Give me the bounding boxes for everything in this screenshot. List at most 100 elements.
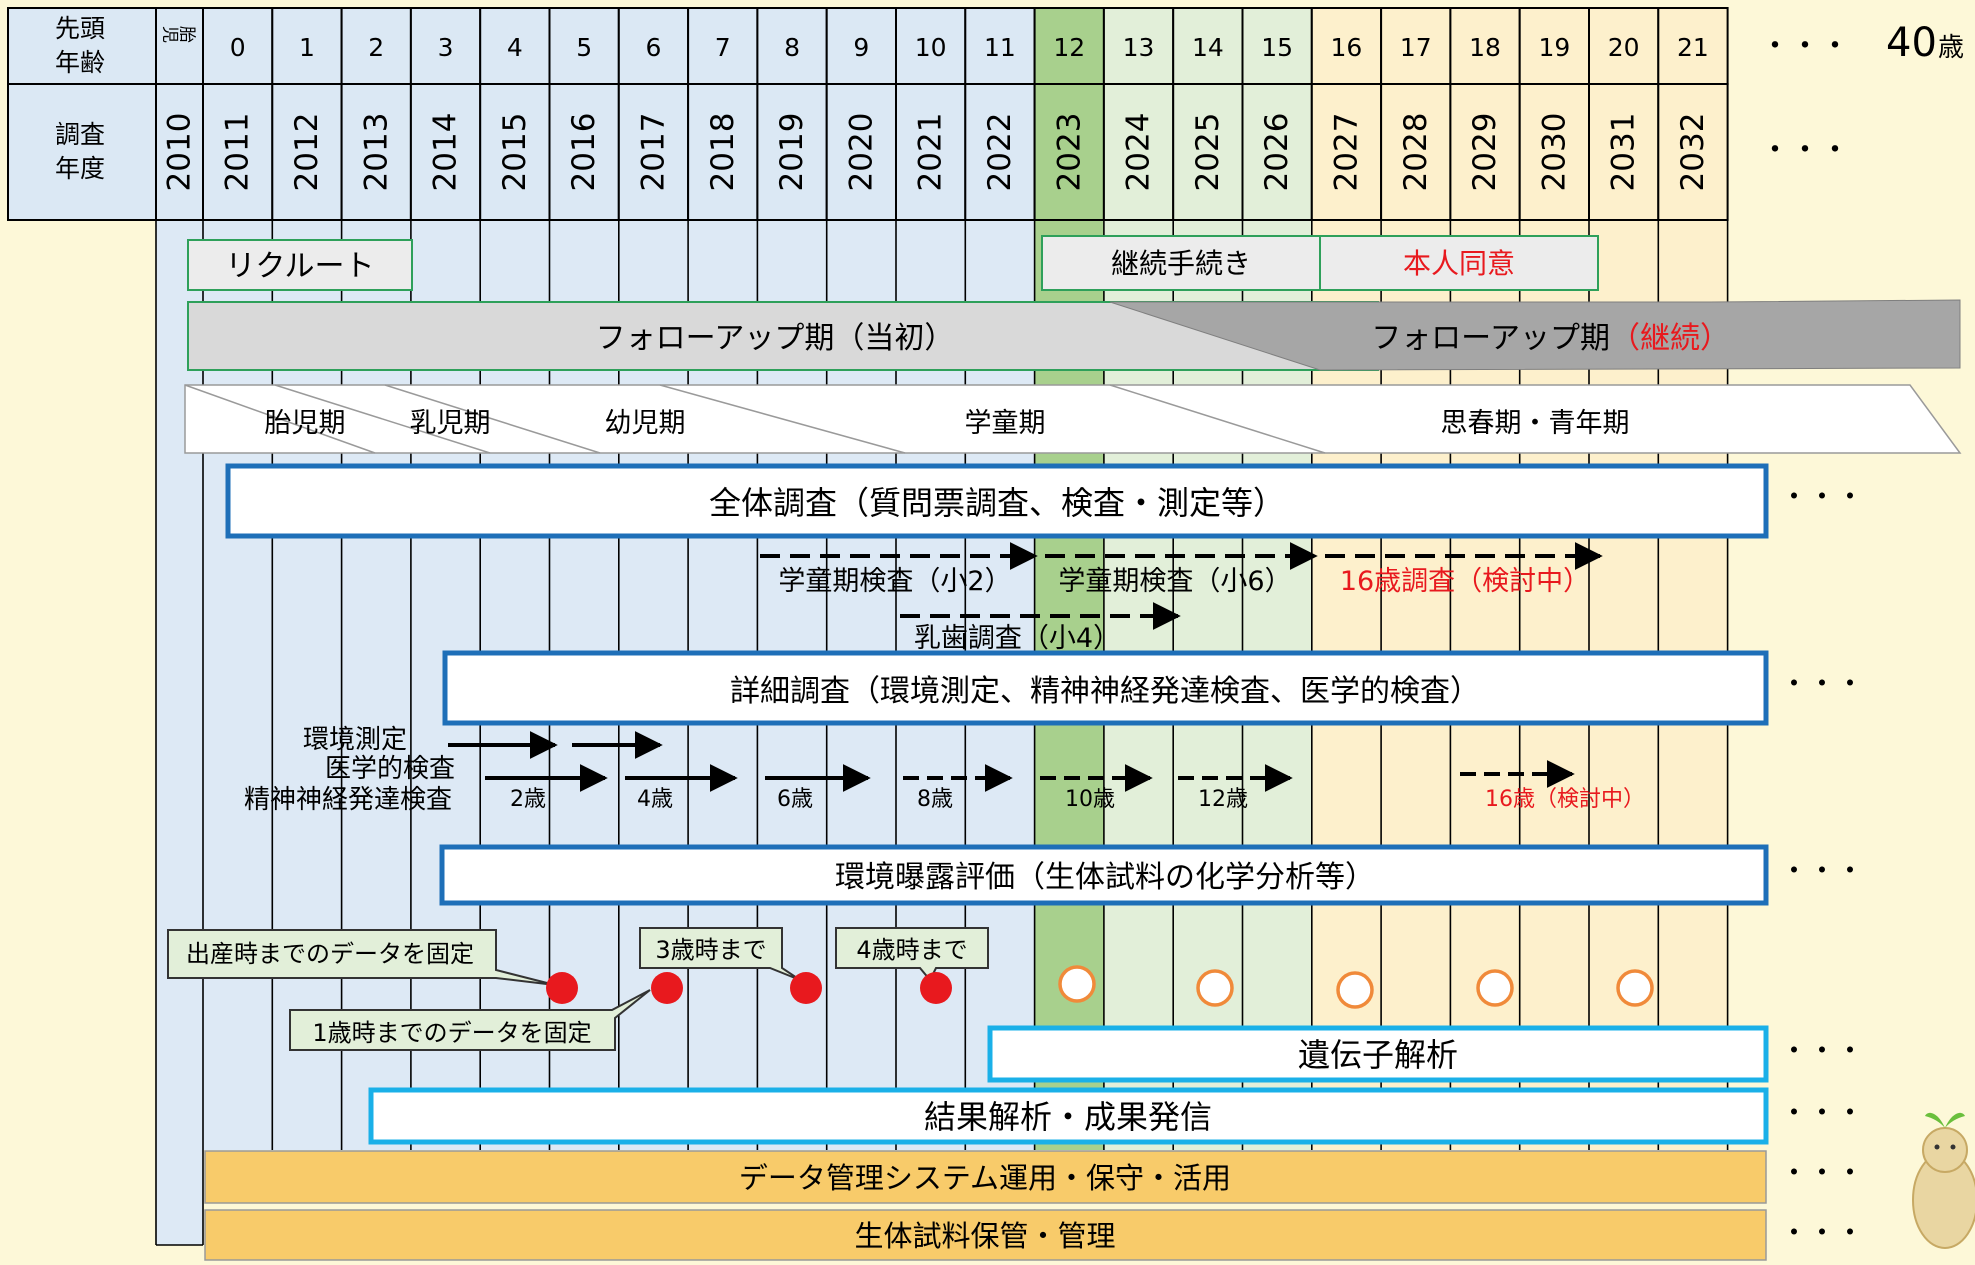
year-cell xyxy=(617,83,690,221)
red-dot-age1 xyxy=(651,972,683,1004)
age-tick: 12 xyxy=(1053,33,1085,62)
year-cell xyxy=(895,83,967,221)
age-tick: 0 xyxy=(230,33,246,62)
continuation-box xyxy=(1041,235,1321,291)
age-tick: 5 xyxy=(576,33,592,62)
year-tick: 2014 xyxy=(428,113,464,192)
recruit-label: リクルート xyxy=(225,249,374,284)
year-cell xyxy=(1241,83,1313,221)
detailed-exam-arrows xyxy=(448,731,1575,792)
year-tick: 2015 xyxy=(497,113,533,192)
age-mark-10: 10歳 xyxy=(1065,787,1115,812)
age-max: 40 xyxy=(1886,20,1937,66)
year-label-line2: 年度 xyxy=(55,154,105,183)
age-tick: 15 xyxy=(1261,33,1293,62)
stage-band xyxy=(184,384,1962,454)
callout-age1: 1歳時までのデータを固定 xyxy=(289,989,651,1051)
year-tick: 2022 xyxy=(982,113,1018,192)
overall-survey-box xyxy=(225,463,1769,539)
year-cell xyxy=(756,83,828,221)
year-cell xyxy=(825,83,898,221)
stage-divider xyxy=(659,384,906,454)
consent-box xyxy=(1319,235,1599,291)
callout-age3-text: 3歳時まで xyxy=(655,936,766,964)
ellipsis-detailed: ・・・ xyxy=(1780,667,1864,700)
age-tick: 19 xyxy=(1538,33,1570,62)
results-box xyxy=(368,1087,1769,1145)
school-exam-g6-label: 学童期検査（小6） xyxy=(1058,566,1291,597)
age-tick: 18 xyxy=(1469,33,1501,62)
callout-age4: 4歳時まで xyxy=(835,927,989,982)
column-zone xyxy=(272,220,342,1150)
followup-initial-label: フォローアップ期（当初） xyxy=(596,321,955,356)
year-tick: 2030 xyxy=(1536,113,1572,192)
followup-cont-prefix: フォローアップ期 xyxy=(1371,321,1610,356)
age-tick: 20 xyxy=(1608,33,1640,62)
school-exam-arrows xyxy=(760,542,1603,630)
year-cell xyxy=(1310,83,1383,221)
year-cell xyxy=(340,83,412,221)
age-cell xyxy=(1033,7,1105,85)
year-ellipsis: ・・・ xyxy=(1760,133,1850,168)
callout-age1-bubble xyxy=(289,989,651,1051)
age-tick: 17 xyxy=(1400,33,1432,62)
stage-divider xyxy=(274,384,491,454)
stage-divider xyxy=(184,384,376,454)
callout-birth: 出産時までのデータを固定 xyxy=(167,929,556,986)
age-max-unit: 歳 xyxy=(1938,33,1964,63)
year-cell xyxy=(271,83,343,221)
overall-survey-label: 全体調査（質問票調査、検査・測定等） xyxy=(709,484,1285,522)
ellipsis-results: ・・・ xyxy=(1780,1096,1864,1129)
year-tick: 2027 xyxy=(1328,113,1364,192)
continuation-label: 継続手続き xyxy=(1111,247,1251,280)
year-tick: 2017 xyxy=(635,113,671,192)
age-cell xyxy=(1380,7,1452,85)
mascot-icon xyxy=(1912,1112,1975,1249)
year-cell xyxy=(1449,83,1521,221)
year-tick: 2025 xyxy=(1190,113,1226,192)
data-lock-markers xyxy=(546,965,1654,1009)
year-cell xyxy=(479,83,551,221)
age-mark-16: 16歳（検討中） xyxy=(1485,787,1645,812)
open-circle-2025 xyxy=(1196,969,1234,1007)
age-cell xyxy=(895,7,967,85)
year-cell xyxy=(548,83,620,221)
stage-school: 学童期 xyxy=(965,408,1046,439)
age-mark-8: 8歳 xyxy=(917,787,953,812)
callout-age3: 3歳時まで xyxy=(639,927,801,981)
year-tick: 2029 xyxy=(1467,113,1503,192)
year-tick: 2019 xyxy=(774,113,810,192)
detailed-survey-label: 詳細調査（環境測定、精神神経発達検査、医学的検査） xyxy=(730,674,1480,709)
red-dot-birth xyxy=(546,972,578,1004)
age-mark-4: 4歳 xyxy=(637,787,673,812)
stage-divider xyxy=(384,384,601,454)
baby-teeth-label: 乳歯調査（小4） xyxy=(914,623,1120,654)
data-system-label: データ管理システム運用・保守・活用 xyxy=(739,1161,1231,1195)
age-cell xyxy=(1657,7,1729,85)
age-tick: 9 xyxy=(853,33,869,62)
age-tick: 4 xyxy=(507,33,523,62)
year-tick: 2016 xyxy=(566,113,602,192)
medical-exam-label: 医学的検査 xyxy=(325,754,455,784)
age-cell xyxy=(1588,7,1660,85)
stage-infant: 乳児期 xyxy=(410,408,491,439)
callout-age1-text: 1歳時までのデータを固定 xyxy=(312,1019,591,1047)
detailed-survey-box xyxy=(442,650,1769,726)
age16-survey-label: 16歳調査（検討中） xyxy=(1340,566,1590,597)
stage-fetal: 胎児期 xyxy=(265,408,346,439)
age-cell xyxy=(548,7,620,85)
column-zone xyxy=(341,220,411,1150)
bio-storage-bar xyxy=(204,1209,1767,1261)
age-cell xyxy=(155,7,204,85)
age-tick: 16 xyxy=(1331,33,1363,62)
year-tick: 2026 xyxy=(1259,113,1295,192)
age-tick: 21 xyxy=(1677,33,1709,62)
callout-birth-text: 出産時までのデータを固定 xyxy=(186,940,474,968)
year-cell xyxy=(1033,83,1105,221)
recruit-box xyxy=(187,239,413,291)
column-zone xyxy=(203,220,273,1150)
age-cell xyxy=(479,7,551,85)
genetic-box xyxy=(987,1025,1769,1083)
age-tick: 6 xyxy=(645,33,661,62)
